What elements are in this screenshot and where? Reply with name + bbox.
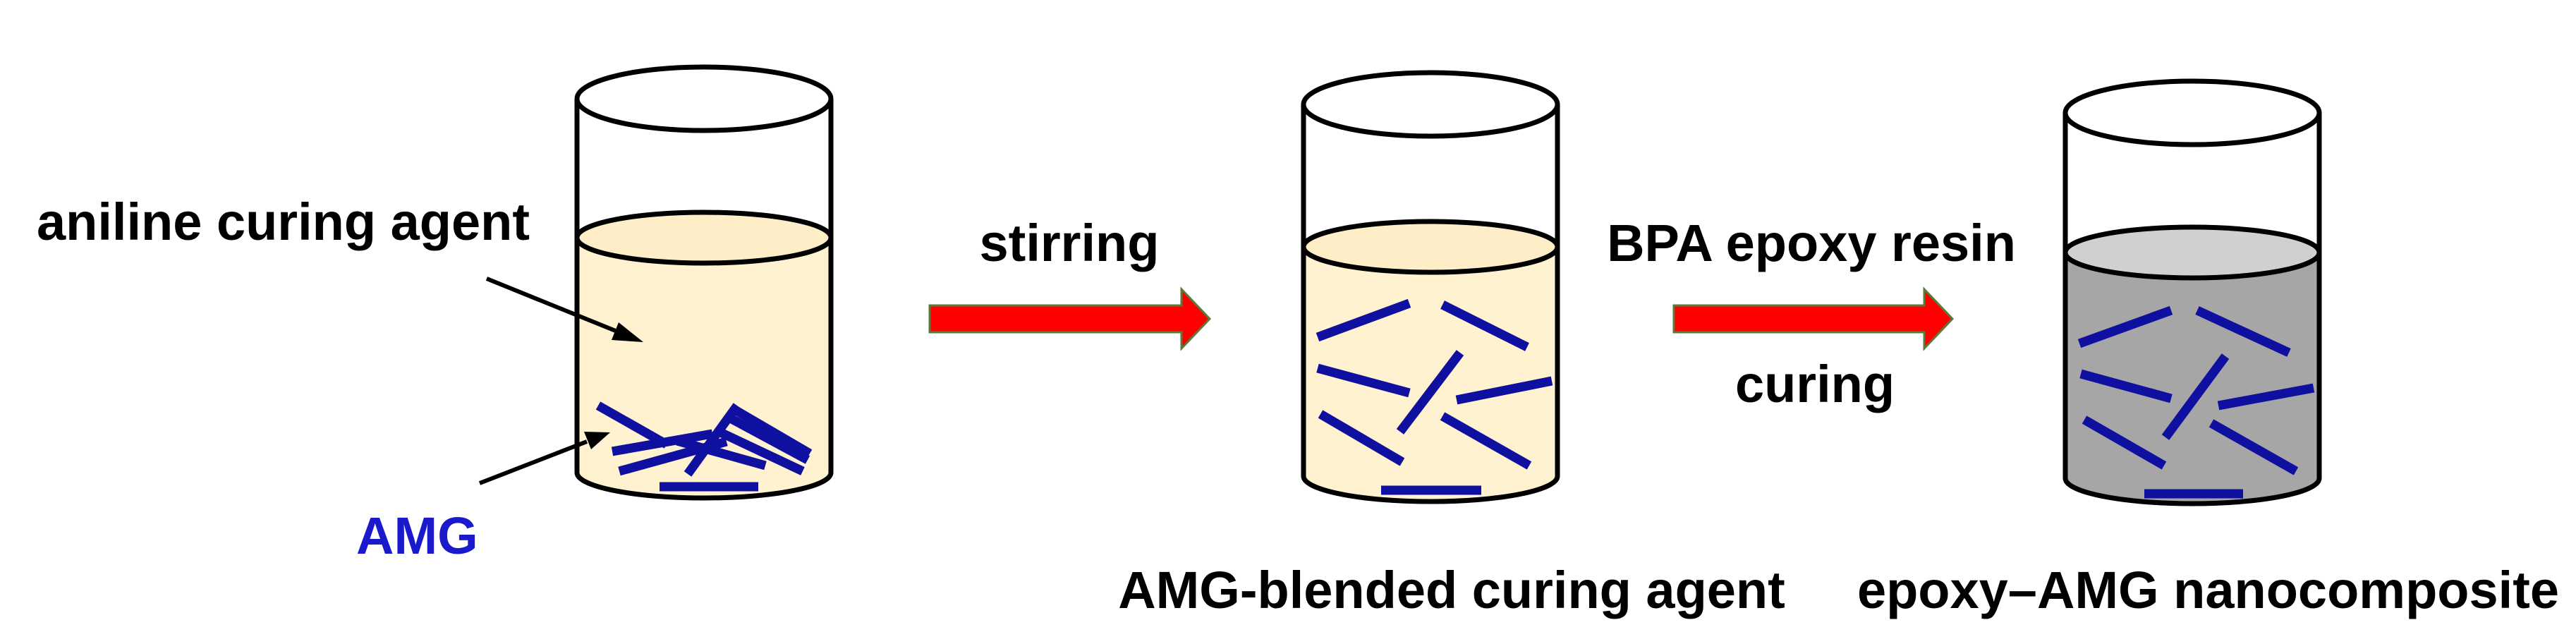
amg-rod [724, 412, 810, 464]
amg-rod [2079, 369, 2173, 403]
stirring-arrow-icon [928, 286, 1212, 351]
beaker-2-liquid-surface [1301, 219, 1560, 275]
beaker-2-outline [1301, 104, 1560, 504]
amg-rod [2217, 383, 2315, 411]
beaker-1-rim [574, 64, 834, 133]
beaker-1-liquid-surface [574, 209, 834, 266]
beaker-3-amg-rods [2077, 305, 2315, 499]
beaker-2-amg-rods [1316, 298, 1553, 495]
beaker-3-liquid [2065, 227, 2319, 504]
beaker-1-amg-rods [595, 401, 813, 492]
amg-rod [714, 426, 805, 475]
amg-rod [1318, 410, 1405, 466]
label-amg: AMG [356, 506, 478, 565]
label-epoxy-amg-nanocomposite: epoxy–AMG nanocomposite [1857, 561, 2559, 619]
label-curing: curing [1735, 355, 1895, 413]
aniline-pointer-line [485, 277, 622, 335]
amg-rod [1396, 350, 1464, 435]
beaker-3-icon [2062, 78, 2322, 506]
amg-rod [2209, 419, 2299, 475]
amg-rod [1440, 412, 1532, 470]
amg-rod [2077, 305, 2173, 348]
amg-rod [595, 401, 669, 449]
beaker-3-rim [2062, 78, 2322, 147]
amg-rod [731, 405, 813, 458]
amg-rod [676, 436, 767, 470]
label-aniline-curing-agent: aniline curing agent [37, 193, 530, 251]
beaker-3-outline [2062, 113, 2322, 506]
amg-pointer-head [584, 432, 610, 449]
amg-rod [1440, 300, 1529, 351]
beaker-2-icon [1301, 70, 1560, 504]
pointer-arrows [478, 277, 643, 485]
amg-rod [2082, 415, 2167, 470]
amg-rod [2195, 306, 2291, 357]
curing-arrow-icon [1672, 286, 1955, 351]
label-amg-blended-curing-agent: AMG-blended curing agent [1118, 561, 1785, 619]
amg-pointer-line [478, 439, 588, 485]
beaker-2-rim [1301, 70, 1560, 139]
amg-rod [1455, 376, 1553, 405]
amg-rod [1316, 298, 1411, 342]
beaker-2-liquid [1304, 221, 1557, 502]
beaker-3-liquid-surface [2062, 224, 2322, 281]
aniline-pointer-head [612, 322, 643, 342]
amg-rod [611, 429, 714, 456]
amg-rod [2161, 353, 2230, 440]
amg-rod [1316, 363, 1411, 398]
beaker-1-icon [574, 64, 834, 501]
beaker-1-outline [574, 99, 834, 501]
label-stirring: stirring [980, 214, 1160, 272]
label-bpa-epoxy-resin: BPA epoxy resin [1607, 214, 2016, 272]
